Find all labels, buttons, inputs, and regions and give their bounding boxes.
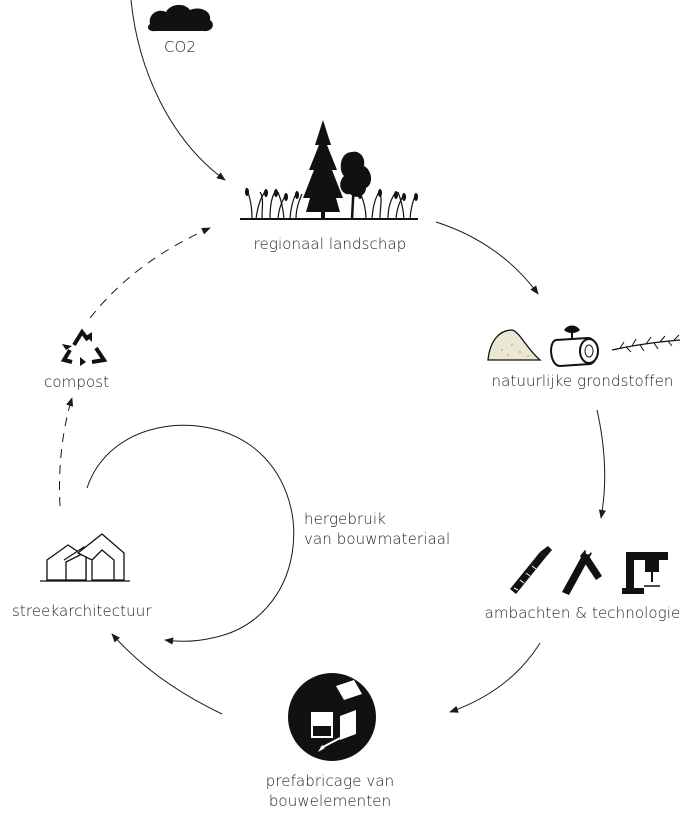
ambachten-label: ambachten & technologie <box>484 604 681 622</box>
houses-icon <box>40 533 130 582</box>
reuse-label-line2: van bouwmateriaal <box>304 530 451 548</box>
trees-and-grass-icon <box>240 120 418 220</box>
prefab-label-line2: bouwelementen <box>268 792 392 810</box>
co2-label: CO2 <box>163 38 197 56</box>
raw-materials-icon <box>487 325 681 368</box>
arrow-ambachten-to-prefab <box>449 642 541 713</box>
arrow-compost-to-landschap <box>89 227 211 319</box>
reuse-loop-arrow <box>86 424 295 645</box>
streek-label: streekarchitectuur <box>12 602 152 620</box>
recycle-icon <box>60 328 108 364</box>
compost-label: compost <box>44 373 110 391</box>
arrow-prefab-to-streek <box>111 633 223 715</box>
landschap-label: regionaal landschap <box>253 235 407 253</box>
arrow-co2-to-landschap <box>130 0 226 181</box>
tools-icon <box>510 546 668 595</box>
reuse-label-line1: hergebruik <box>304 510 386 528</box>
grondstoffen-label: natuurlijke grondstoffen <box>491 372 674 390</box>
arrow-grondstoffen-to-ambachten <box>596 409 606 519</box>
arrow-streek-to-compost <box>59 397 74 507</box>
prefab-panels-icon <box>288 673 376 761</box>
arrow-landschap-to-grondstoffen <box>435 221 539 295</box>
prefab-label-line1: prefabricage van <box>265 772 395 790</box>
cloud-icon <box>148 4 213 32</box>
